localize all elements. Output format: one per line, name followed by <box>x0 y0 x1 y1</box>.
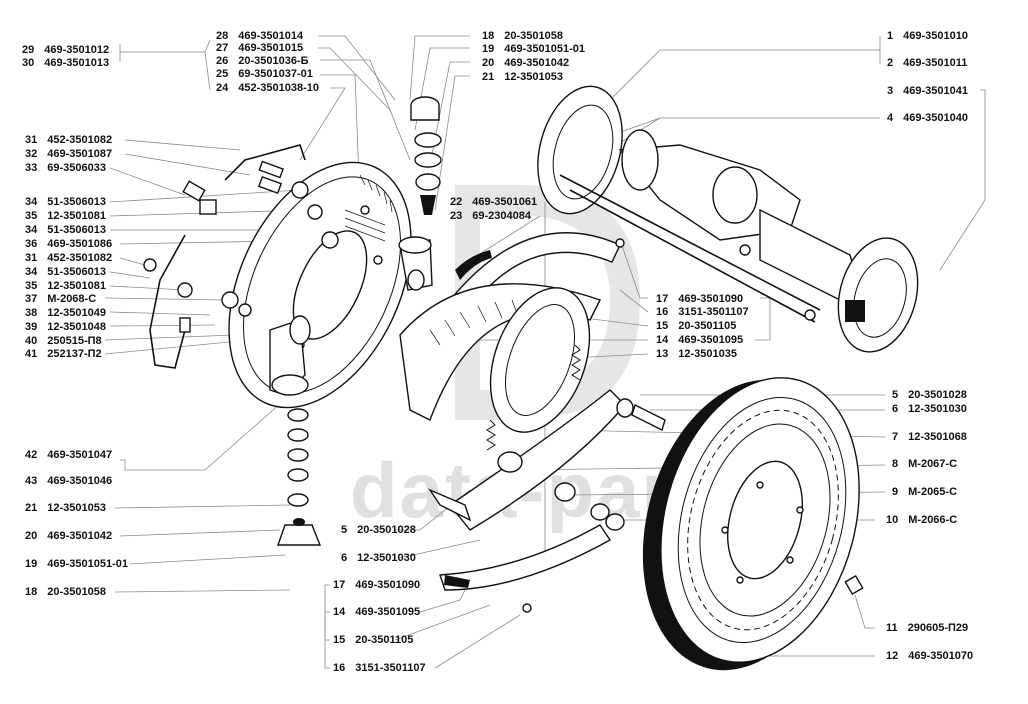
brake-backing-plate <box>228 161 433 409</box>
drum-screw <box>844 574 864 596</box>
brake-shoe-lower <box>428 389 626 591</box>
leader-lines <box>104 35 986 669</box>
brake-line <box>143 144 339 369</box>
return-spring <box>486 344 666 613</box>
lower-fitting-stack <box>277 408 322 546</box>
brake-shoe-middle <box>399 283 601 433</box>
brake-drum <box>642 377 860 671</box>
bleeder-valve-stack <box>344 96 442 242</box>
axle-assembly <box>537 85 919 353</box>
